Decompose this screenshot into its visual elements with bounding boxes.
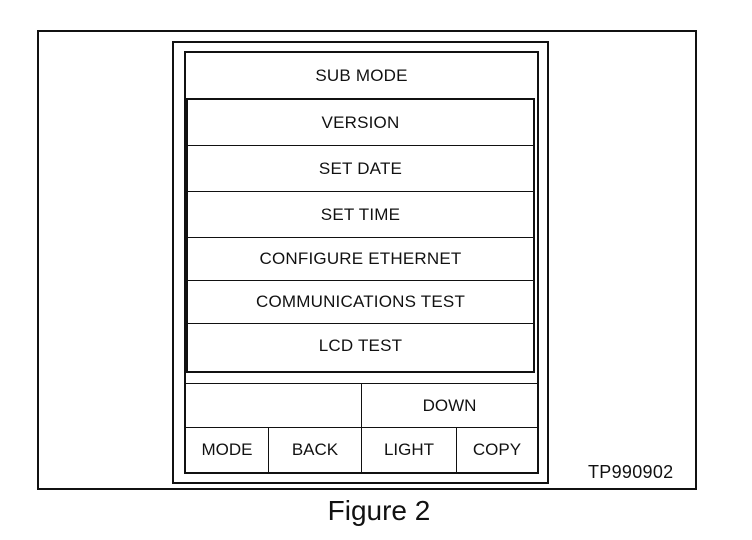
- softkey-row-top: DOWN: [186, 384, 537, 428]
- softkey-row-bottom: MODE BACK LIGHT COPY: [186, 428, 537, 472]
- copy-button[interactable]: COPY: [472, 440, 522, 459]
- softkey-area: DOWN MODE BACK LIGHT COPY: [186, 384, 537, 472]
- menu-item-version[interactable]: VERSION: [188, 100, 533, 146]
- down-button[interactable]: DOWN: [362, 384, 537, 428]
- light-button[interactable]: LIGHT: [362, 428, 457, 472]
- back-button[interactable]: BACK: [269, 428, 362, 472]
- menu-list: VERSION SET DATE SET TIME CONFIGURE ETHE…: [186, 98, 535, 373]
- menu-item-communications-test[interactable]: COMMUNICATIONS TEST: [188, 281, 533, 324]
- softkey-blank[interactable]: [186, 384, 362, 428]
- menu-item-set-date[interactable]: SET DATE: [188, 146, 533, 192]
- reference-code: TP990902: [588, 462, 674, 482]
- mode-button[interactable]: MODE: [186, 428, 269, 472]
- submode-title: SUB MODE: [315, 65, 408, 85]
- scroll-gap: [186, 373, 537, 384]
- menu-item-lcd-test[interactable]: LCD TEST: [318, 335, 403, 355]
- figure-caption: Figure 2: [327, 495, 431, 526]
- figure-frame: SUB MODE VERSION SET DATE SET TIME CONFI…: [37, 30, 697, 490]
- menu-item-set-time[interactable]: SET TIME: [188, 192, 533, 238]
- device-bezel: SUB MODE VERSION SET DATE SET TIME CONFI…: [172, 41, 549, 484]
- menu-item-configure-ethernet[interactable]: CONFIGURE ETHERNET: [188, 238, 533, 281]
- lcd-screen: SUB MODE VERSION SET DATE SET TIME CONFI…: [184, 51, 539, 474]
